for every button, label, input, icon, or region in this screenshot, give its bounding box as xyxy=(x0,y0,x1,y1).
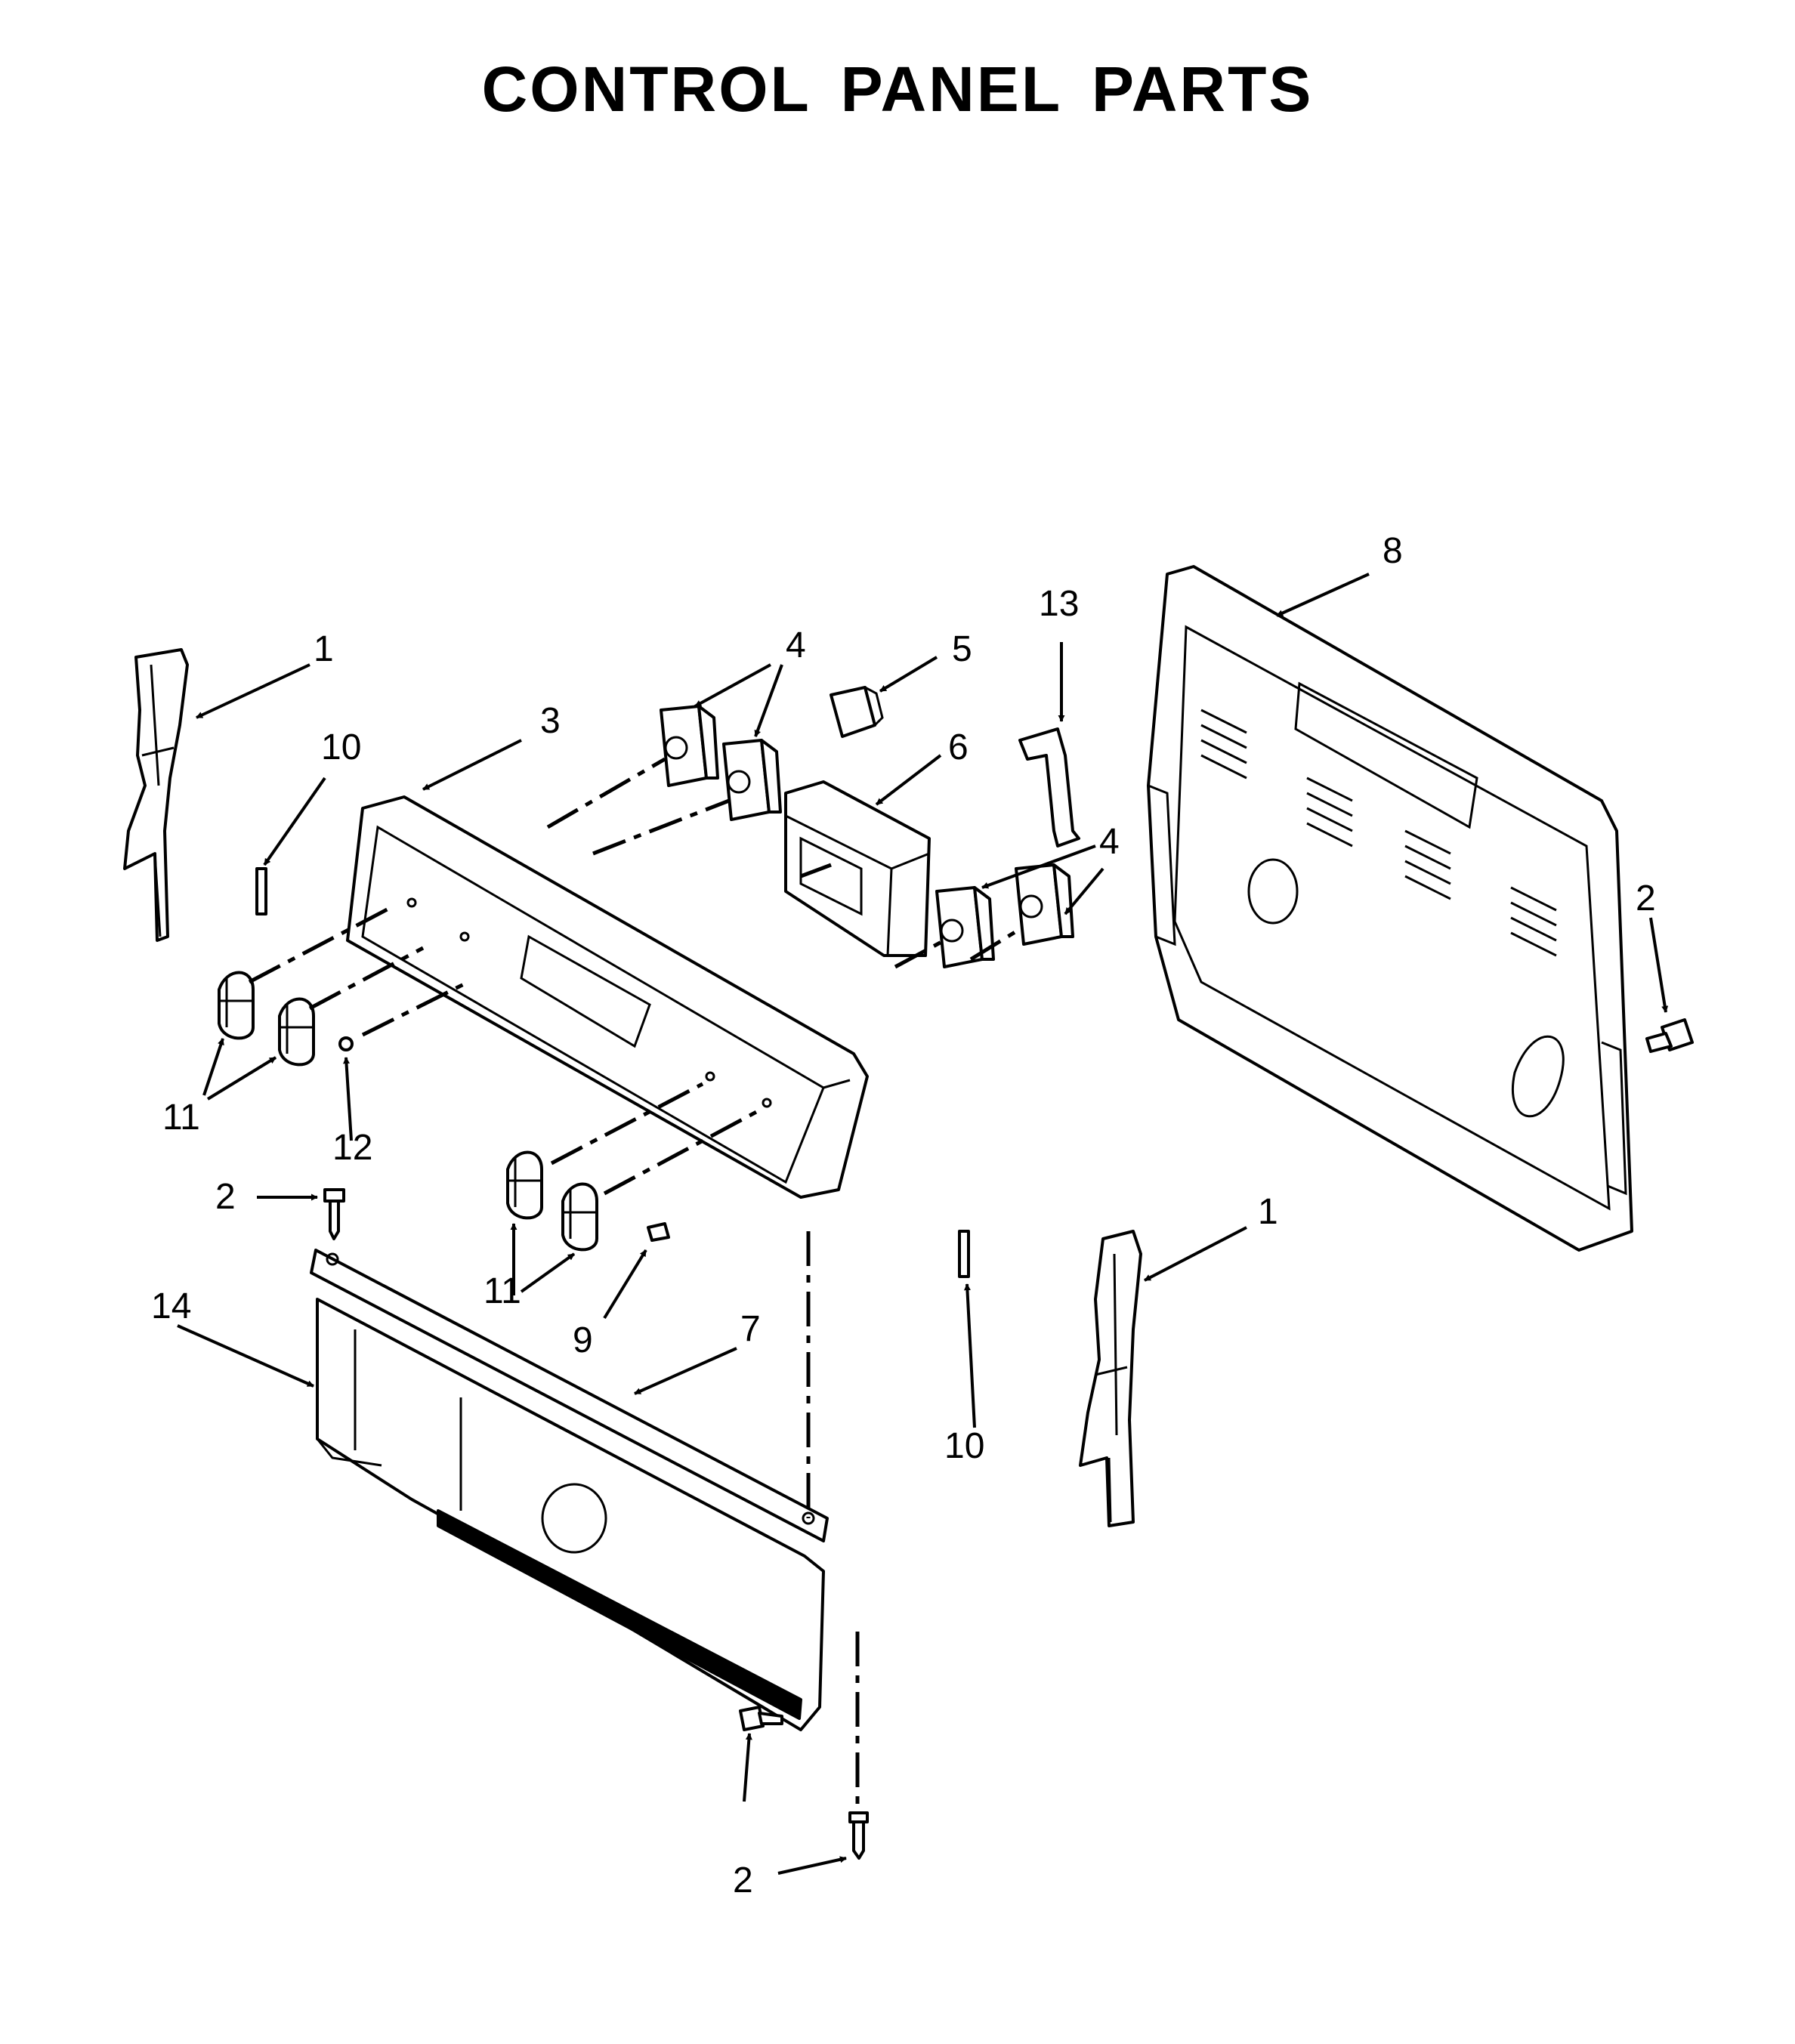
diagram-title: CONTROL PANEL PARTS xyxy=(481,54,1314,125)
callout-12: 12 xyxy=(332,1128,372,1168)
callout-5: 5 xyxy=(952,629,972,669)
infinite-switch-3 xyxy=(935,886,995,968)
callout-14: 14 xyxy=(151,1286,191,1326)
callout-10-bottom: 10 xyxy=(944,1426,984,1466)
side-bracket-right xyxy=(1079,1230,1142,1527)
infinite-switch-2 xyxy=(722,739,782,821)
callout-10-top: 10 xyxy=(321,727,361,767)
wire-clip-right xyxy=(958,1230,970,1278)
wire-harness-clip xyxy=(1018,727,1080,848)
screw-top-left xyxy=(323,1188,345,1240)
callout-7: 7 xyxy=(740,1309,761,1349)
infinite-switch-4 xyxy=(1015,863,1074,946)
screw-bottom-left xyxy=(739,1706,783,1731)
rear-control-panel xyxy=(1147,565,1633,1252)
knob-2 xyxy=(278,997,315,1067)
knob-1 xyxy=(218,971,255,1040)
screw-bottom-right xyxy=(848,1811,869,1860)
callout-2-left: 2 xyxy=(215,1177,236,1217)
callout-1-top: 1 xyxy=(314,629,334,669)
callout-1-bottom: 1 xyxy=(1258,1192,1278,1232)
callout-6: 6 xyxy=(948,727,969,767)
callout-labels: 1 1 2 2 2 3 4 4 5 6 7 8 9 10 10 11 11 12… xyxy=(151,531,1656,1900)
wire-clip-left xyxy=(255,867,267,915)
screw-right xyxy=(1645,1018,1694,1053)
infinite-switch-1 xyxy=(660,705,719,787)
callout-2-right: 2 xyxy=(1636,878,1656,919)
assembly-lines xyxy=(248,757,1021,1809)
callout-8: 8 xyxy=(1383,531,1403,571)
knob-4 xyxy=(561,1182,598,1252)
callout-4-a: 4 xyxy=(786,625,806,665)
screw-9 xyxy=(647,1222,670,1242)
callout-3: 3 xyxy=(540,701,561,741)
callout-11-top: 11 xyxy=(162,1098,200,1138)
callout-13: 13 xyxy=(1039,584,1079,624)
indicator-light-switch xyxy=(830,686,884,738)
leader-arrows xyxy=(177,573,1669,1875)
electronic-control-board xyxy=(784,780,931,957)
manifold-panel xyxy=(316,1298,825,1731)
front-trim-strip xyxy=(310,1249,829,1542)
knob-3 xyxy=(506,1150,543,1220)
side-bracket-left xyxy=(123,648,189,942)
callout-4-b: 4 xyxy=(1099,822,1120,862)
callout-9: 9 xyxy=(573,1320,593,1360)
callout-11-bottom: 11 xyxy=(484,1271,521,1311)
control-panel xyxy=(346,795,869,1199)
screw-12 xyxy=(338,1036,354,1051)
callout-2-bottom: 2 xyxy=(733,1860,753,1900)
